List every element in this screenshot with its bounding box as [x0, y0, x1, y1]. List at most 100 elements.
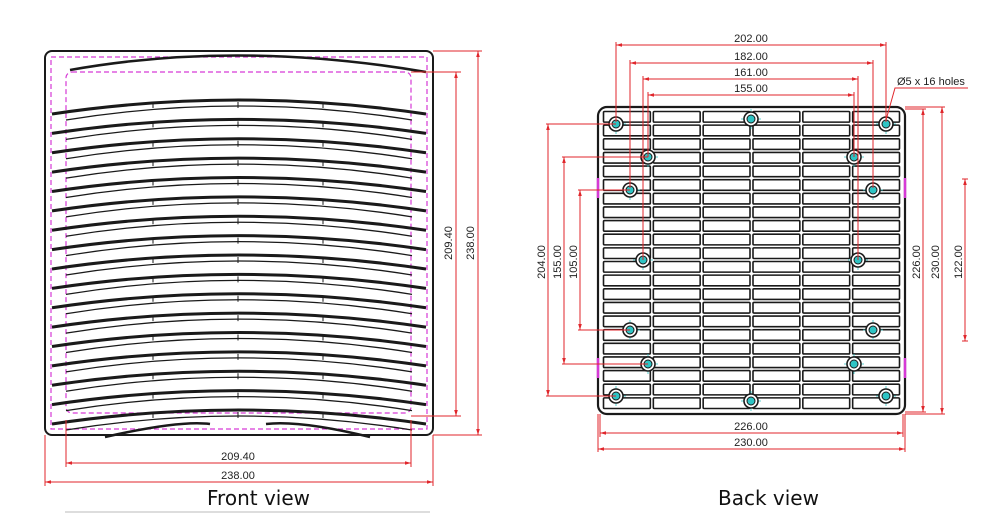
vent-slot — [802, 315, 851, 328]
dim-back-left-3: 105.00 — [568, 245, 580, 279]
vent-slot — [802, 260, 851, 273]
dim-back-right-3: 122.00 — [953, 245, 965, 279]
vent-slot — [851, 137, 901, 151]
vent-slot — [802, 328, 851, 342]
vent-slot — [602, 274, 652, 287]
louver-inner — [65, 124, 413, 141]
louver-inner — [65, 357, 413, 373]
vent-slot — [802, 165, 851, 178]
dim-front-inner-width: 209.40 — [221, 451, 255, 463]
bottom-slot — [265, 421, 371, 439]
vent-slot — [752, 301, 801, 314]
vent-slot — [802, 342, 851, 355]
vent-slot — [752, 151, 801, 164]
vent-slot — [652, 124, 701, 137]
vent-slot — [602, 165, 652, 178]
vent-slot — [802, 397, 851, 410]
vent-slot — [602, 369, 652, 383]
dim-back-top-4: 155.00 — [734, 83, 768, 95]
louver — [51, 272, 427, 290]
front-frame — [44, 50, 434, 436]
vent-slot — [602, 287, 652, 301]
vent-slot — [802, 110, 851, 123]
louver-inner — [65, 279, 413, 296]
vent-slot — [702, 206, 751, 219]
vent-slot — [652, 110, 701, 123]
hole-note: Ø5 x 16 holes — [897, 76, 965, 88]
vent-slot — [851, 233, 901, 246]
vent-slot — [652, 383, 701, 396]
louver — [51, 311, 427, 329]
vent-slot — [802, 356, 851, 369]
vent-slot — [652, 301, 701, 314]
dim-back-top-3: 161.00 — [734, 67, 768, 79]
top-arc — [69, 54, 427, 74]
vent-slot — [802, 219, 851, 233]
vent-slot — [602, 137, 652, 151]
vent-slot — [702, 219, 751, 233]
vent-slot — [702, 369, 751, 383]
vent-slot — [802, 124, 851, 137]
vent-slot — [752, 342, 801, 355]
front-inner-guide-2 — [65, 71, 412, 414]
vent-slot — [652, 342, 701, 355]
vent-slot — [652, 315, 701, 328]
back-view — [596, 105, 907, 416]
mounting-hole-icon — [876, 114, 896, 134]
front-inner-guide — [50, 56, 428, 430]
vent-slot — [602, 301, 652, 314]
vent-slot — [851, 165, 901, 178]
vent-slot — [752, 233, 801, 246]
vent-slot — [802, 151, 851, 164]
vent-slot — [752, 219, 801, 233]
dim-front-outer-width: 238.00 — [221, 470, 255, 482]
vent-slot — [802, 383, 851, 396]
vent-slot — [752, 260, 801, 273]
vent-slot — [851, 369, 901, 383]
dim-back-bottom-2: 230.00 — [734, 437, 768, 449]
vent-slot — [802, 301, 851, 314]
louver-inner — [65, 182, 413, 199]
louver-inner — [65, 163, 413, 179]
vent-slot — [752, 124, 801, 137]
vent-slot — [851, 301, 901, 314]
vent-slot — [851, 219, 901, 233]
vent-slot — [702, 301, 751, 314]
vent-slot — [702, 315, 751, 328]
back-dimensions — [546, 42, 968, 452]
vent-slot — [752, 328, 801, 342]
vent-slot — [752, 369, 801, 383]
vent-slot — [702, 178, 751, 192]
louver-inner — [65, 337, 413, 354]
vent-slot — [652, 328, 701, 342]
mounting-hole-icon — [863, 320, 883, 340]
vent-slot — [802, 192, 851, 205]
vent-slot — [802, 233, 851, 246]
vent-slot — [652, 260, 701, 273]
vent-slot — [702, 151, 751, 164]
louver-inner — [65, 376, 413, 392]
mounting-hole-icon — [876, 386, 896, 406]
dim-back-right-2: 230.00 — [930, 245, 942, 279]
vent-slot — [602, 206, 652, 219]
vent-slot — [802, 137, 851, 151]
vent-slot — [851, 206, 901, 219]
mounting-holes — [606, 109, 896, 411]
vent-slot — [652, 287, 701, 301]
front-view — [44, 50, 434, 439]
vent-slot — [752, 247, 801, 260]
vent-slot — [702, 137, 751, 151]
dim-back-left-2: 155.00 — [552, 245, 564, 279]
vent-slot — [652, 233, 701, 246]
dim-front-inner-height: 209.40 — [443, 226, 455, 260]
vent-slot — [752, 383, 801, 396]
vent-slot — [652, 274, 701, 287]
vent-slot — [802, 369, 851, 383]
dim-back-left-1: 204.00 — [536, 245, 548, 279]
back-frame — [596, 105, 907, 416]
dim-back-top-2: 182.00 — [734, 51, 768, 63]
dim-back-top-1: 202.00 — [734, 33, 768, 45]
vent-slot — [702, 274, 751, 287]
vent-slot — [702, 260, 751, 273]
bottom-slot — [104, 421, 211, 439]
